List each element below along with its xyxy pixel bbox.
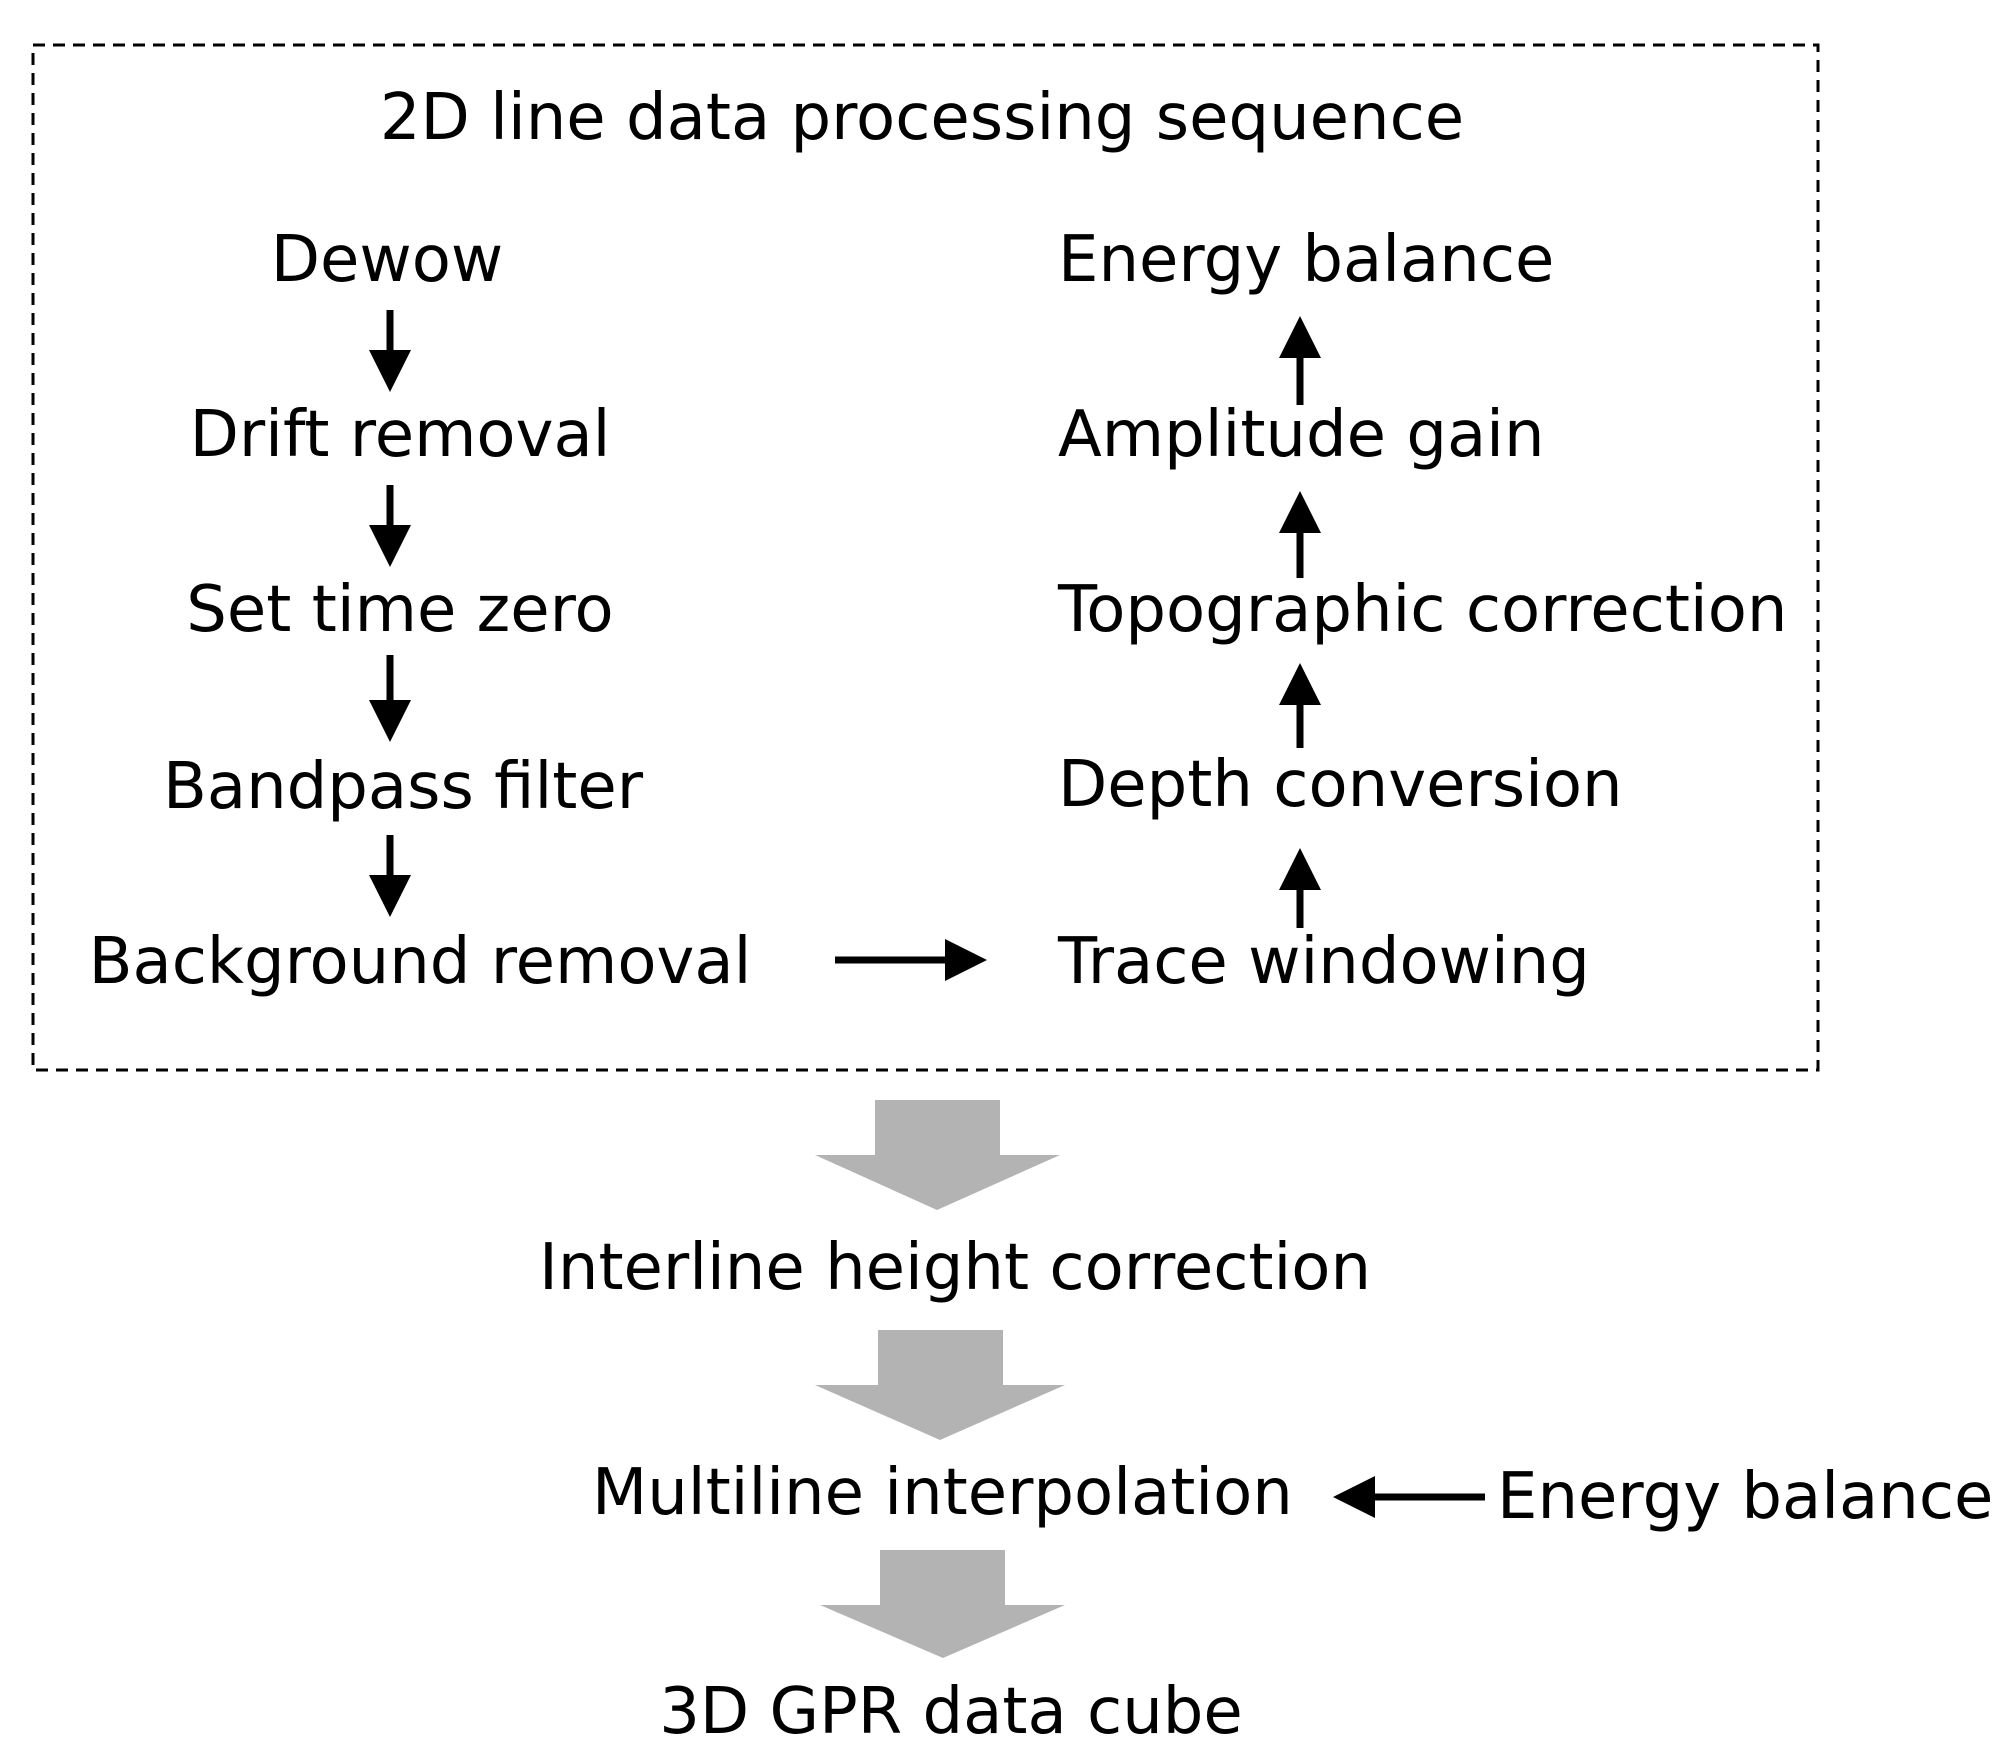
step-3d-gpr-data-cube: 3D GPR data cube bbox=[659, 1675, 1243, 1749]
step-drift-removal: Drift removal bbox=[189, 398, 611, 472]
big-arrow-2 bbox=[815, 1330, 1065, 1440]
big-arrow-3 bbox=[820, 1550, 1065, 1658]
step-multiline-interpolation: Multiline interpolation bbox=[592, 1456, 1293, 1530]
step-bandpass-filter: Bandpass filter bbox=[162, 750, 644, 824]
step-set-time-zero: Set time zero bbox=[186, 573, 614, 647]
side-input-energy-balance: Energy balance bbox=[1497, 1460, 1993, 1534]
step-topographic-correction: Topographic correction bbox=[1058, 573, 1788, 647]
step-depth-conversion: Depth conversion bbox=[1058, 748, 1623, 822]
processing-group-box bbox=[31, 43, 1820, 1072]
step-trace-windowing: Trace windowing bbox=[1058, 925, 1590, 999]
step-interline-height-correction: Interline height correction bbox=[539, 1231, 1371, 1305]
step-amplitude-gain: Amplitude gain bbox=[1058, 398, 1545, 472]
step-dewow: Dewow bbox=[270, 223, 504, 297]
big-arrow-1 bbox=[815, 1100, 1060, 1210]
step-background-removal: Background removal bbox=[88, 925, 752, 999]
diagram-title: 2D line data processing sequence bbox=[379, 81, 1465, 155]
step-energy-balance: Energy balance bbox=[1058, 223, 1555, 297]
